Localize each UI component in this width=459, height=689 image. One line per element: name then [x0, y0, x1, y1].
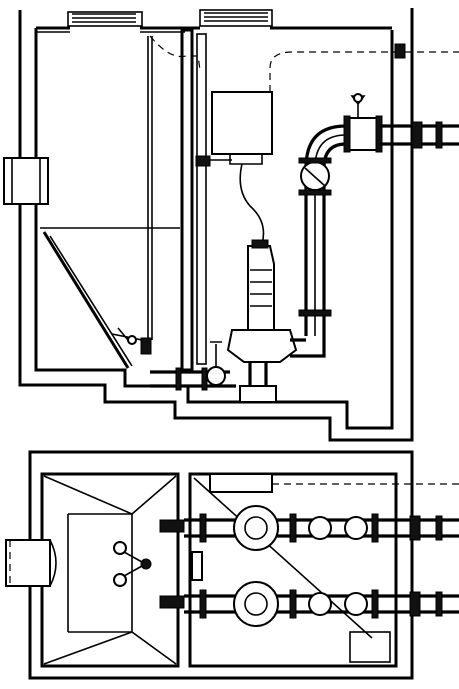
float-switch-lever-icon [111, 327, 143, 341]
submersible-pump-icon [226, 239, 298, 363]
pump-motor-fins [250, 269, 272, 307]
plan-upper-wall-sleeve [409, 515, 421, 541]
suction-pipe-flange-1 [175, 367, 182, 391]
plan-upper-pump-impeller [244, 516, 268, 540]
pump-power-cable [239, 163, 265, 245]
sump-slope-inner [49, 235, 133, 367]
plan-upper-check-valve-icon [308, 516, 332, 540]
plan-lower-pump-impeller [244, 592, 268, 616]
inlet-pipe-plan [5, 539, 51, 587]
manhole-cover-left [67, 11, 143, 27]
plan-upper-outlet-flange [435, 515, 443, 541]
control-panel-icon [211, 91, 273, 155]
float-ring-icon [127, 335, 137, 345]
plan-upper-pump-icon [233, 505, 279, 551]
elevation-inner-floor [34, 28, 394, 430]
check-valve-flange-top [298, 157, 332, 164]
gate-valve-body [345, 117, 381, 151]
sump-slope [42, 231, 130, 369]
plan-lower-pump-icon [233, 581, 279, 627]
pump-volute [226, 329, 298, 363]
plan-lower-flange-3 [371, 589, 379, 619]
plan-drain-pit [349, 631, 391, 663]
plan-lower-wall-sleeve [409, 591, 421, 617]
level-switch-icon [195, 155, 211, 167]
inlet-bellmouth [49, 539, 57, 587]
plan-upper-flange-1 [199, 513, 207, 543]
riser-flange [298, 309, 332, 317]
plan-wet-well [40, 472, 180, 668]
elevation-view [3, 8, 459, 442]
check-valve-icon [298, 157, 332, 196]
gate-valve-flange-right [375, 115, 383, 153]
plan-pump-line-lower [184, 581, 459, 627]
suction-valve-icon [206, 366, 226, 386]
plan-upper-gate-valve-icon [344, 516, 368, 540]
check-valve-flap [304, 167, 326, 187]
ventilation-duct [196, 33, 207, 365]
manhole-cover-right-hatch [204, 12, 268, 22]
float-switch-icon [140, 337, 152, 355]
gate-valve-icon [343, 93, 383, 153]
pump-outlet-elbow [290, 336, 326, 358]
plan-duct [191, 551, 203, 581]
plan-upper-flange-2 [289, 513, 297, 543]
gate-valve-flange-left [343, 115, 351, 153]
inlet-pipe-end [11, 158, 41, 204]
hopper-inner-rect [68, 514, 133, 633]
dry-chamber-diagonal [193, 477, 373, 639]
pump-pedestal [239, 385, 277, 403]
suction-pipe-flange-2 [201, 367, 208, 391]
control-panel-base [229, 154, 263, 165]
manhole-cover-left-hatch [72, 13, 136, 23]
plan-lower-flange-1 [199, 589, 207, 619]
outlet-pipe-flange [435, 121, 443, 149]
pump-handle [251, 239, 269, 249]
plan-suction-sleeve-top [159, 519, 185, 533]
float-links [123, 551, 143, 577]
hopper-diagonals [43, 475, 177, 665]
pump-motor-housing [247, 245, 275, 331]
plan-control-panel-icon [209, 473, 273, 493]
plan-dry-chamber [188, 472, 398, 668]
power-cable-dashed [269, 51, 459, 92]
plan-lower-outlet-flange [435, 591, 443, 617]
float-switch-plan-2-icon [113, 573, 127, 587]
plan-suction-sleeve-bottom [159, 595, 185, 609]
wall-sleeve-elevation [411, 121, 423, 149]
suction-valve-stem [210, 341, 222, 366]
plan-lower-flange-2 [289, 589, 297, 619]
float-switch-plan-3-icon [140, 558, 152, 570]
cable-route-dashed [149, 35, 201, 71]
dividing-wall [180, 28, 194, 372]
plan-view [5, 450, 459, 680]
plan-lower-check-valve-icon [308, 592, 332, 616]
gate-valve-handwheel-icon [353, 93, 363, 103]
inlet-pipe [3, 157, 49, 205]
check-valve-flange-bottom [298, 189, 332, 196]
manhole-cover-right [199, 9, 273, 27]
pump-inlet-riser [248, 362, 268, 386]
elevation-outer-wall [18, 8, 414, 442]
float-switch-plan-1-icon [113, 541, 127, 555]
plan-pump-line-upper [184, 505, 459, 551]
plan-lower-gate-valve-icon [344, 592, 368, 616]
cable-gland-icon [394, 43, 406, 59]
plan-upper-flange-3 [371, 513, 379, 543]
